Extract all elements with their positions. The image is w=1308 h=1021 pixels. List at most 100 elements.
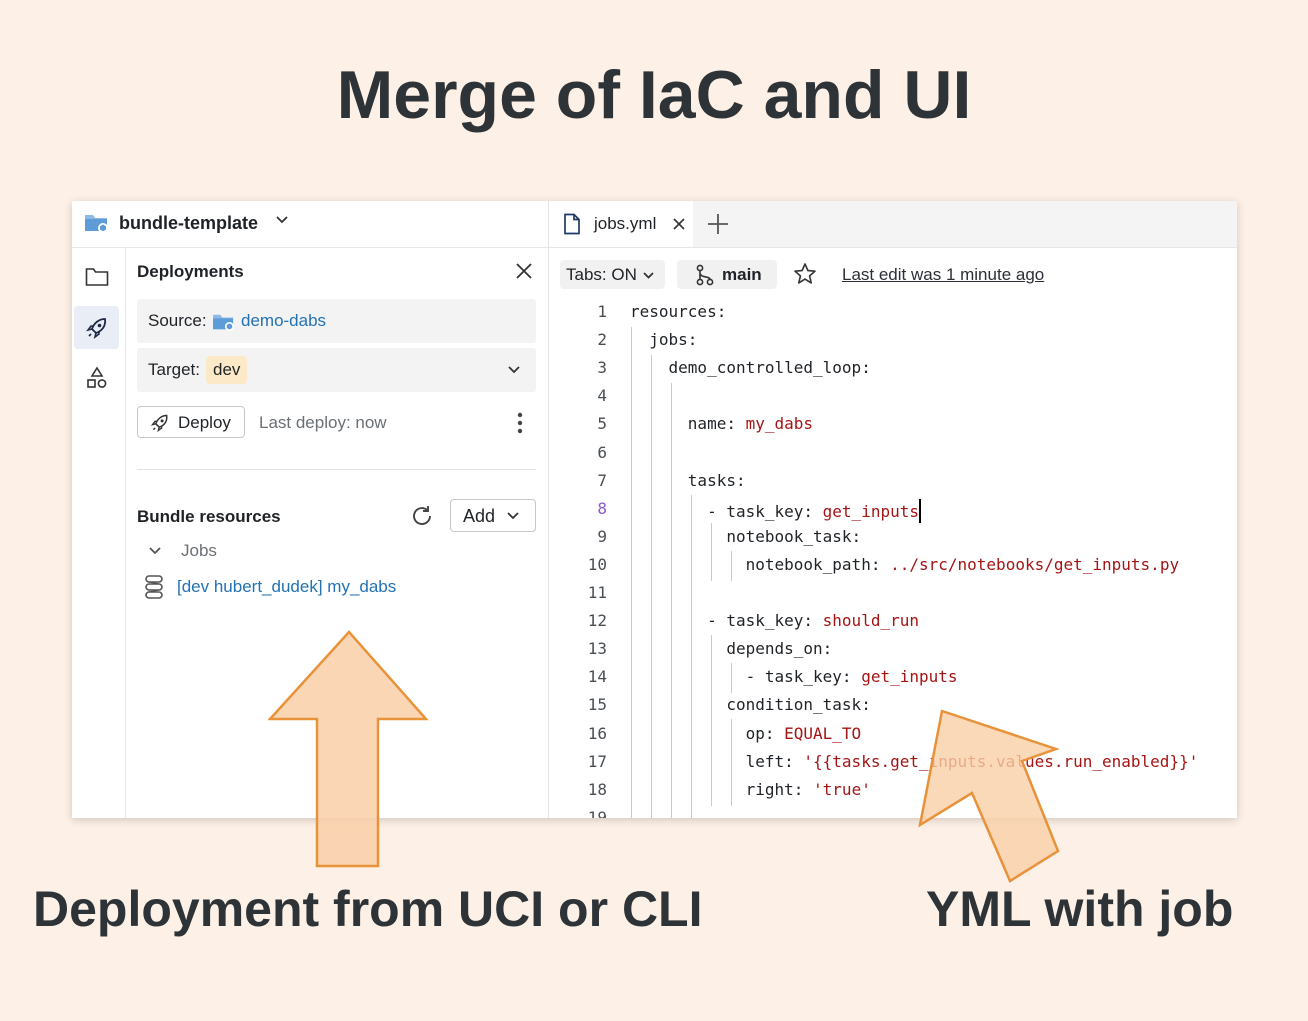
workspace-header: bundle-template [72, 201, 548, 248]
indent-guide [711, 635, 712, 806]
indent-guide [731, 551, 732, 581]
code-line: notebook_task: [726, 526, 862, 546]
code-line: depends_on: [726, 639, 833, 659]
last-edit-link[interactable]: Last edit was 1 minute ago [842, 265, 1045, 284]
target-chip: dev [206, 356, 248, 384]
indent-guide [671, 383, 672, 818]
line-number: 5 [597, 414, 607, 434]
chevron-down-icon[interactable] [275, 213, 289, 227]
line-number: 10 [587, 554, 607, 574]
caption-right: YML with job [926, 881, 1234, 937]
target-label: Target: [148, 360, 200, 379]
last-deploy-text: Last deploy: now [259, 413, 387, 432]
rail-shapes[interactable] [74, 356, 119, 399]
branch-icon [696, 264, 714, 286]
code-area[interactable]: 1 resources: 2 jobs: 3 demo_controlled_loop… [549, 297, 1237, 818]
code-line: - task_key: get_inputs [630, 498, 921, 523]
line-number: 17 [587, 751, 607, 771]
tabs-toggle[interactable]: Tabs: ON [560, 260, 665, 289]
code-line: left: '{{tasks.get_inputs.values.run_ena… [745, 751, 1199, 771]
deployments-title: Deployments [137, 262, 244, 281]
indent-guide [731, 719, 732, 806]
editor: jobs.yml Tabs: ON [549, 201, 1237, 818]
line-number: 9 [597, 526, 607, 546]
headline: Merge of IaC and UI [336, 57, 972, 133]
line-number: 2 [597, 330, 607, 350]
indent-guide [651, 355, 652, 818]
indent-guide [631, 327, 632, 818]
tabs-toggle-label: Tabs: ON [566, 265, 637, 284]
divider [137, 469, 536, 470]
branch-button[interactable]: main [677, 260, 777, 289]
tab-bar: jobs.yml [549, 201, 1237, 248]
code-line: - task_key: should_run [707, 611, 919, 631]
star-icon[interactable] [793, 262, 817, 286]
line-number: 1 [597, 302, 607, 321]
chevron-down-icon [643, 272, 654, 279]
close-icon[interactable] [514, 261, 534, 281]
rocket-icon [86, 318, 107, 339]
tab-jobs-yml[interactable]: jobs.yml [549, 201, 693, 247]
code-line: condition_task: [726, 695, 871, 715]
code-line: jobs: [649, 330, 698, 350]
source-label: Source: [148, 311, 207, 330]
line-number: 19 [587, 807, 607, 818]
source-link[interactable]: demo-dabs [241, 311, 327, 330]
close-icon[interactable] [672, 217, 686, 231]
deploy-label: Deploy [178, 413, 231, 432]
indent-guide [731, 663, 732, 693]
line-number: 7 [597, 470, 607, 490]
code-line: right: 'true' [745, 779, 871, 799]
rail-deployments[interactable] [74, 306, 119, 349]
target-select[interactable]: Target: dev [137, 348, 536, 392]
line-number: 4 [597, 386, 607, 406]
chevron-down-icon[interactable] [507, 364, 521, 376]
line-number: 12 [587, 611, 607, 631]
code-line: - task_key: get_inputs [745, 667, 958, 687]
file-icon [564, 213, 580, 235]
branch-name: main [722, 265, 762, 284]
jobs-group-label: Jobs [181, 541, 217, 560]
bundle-folder-icon [213, 314, 234, 332]
left-panel: bundle-template [72, 201, 549, 818]
indent-guide [691, 495, 692, 818]
text-caret [918, 498, 921, 523]
source-row: Source: demo-dabs [137, 299, 536, 343]
caption-left: Deployment from UCI or CLI [33, 881, 703, 937]
folder-icon [85, 268, 109, 286]
workspace-title: bundle-template [119, 213, 259, 233]
chevron-down-icon [507, 512, 519, 520]
workspace-window: bundle-template [72, 201, 1237, 818]
code-line: name: my_dabs [687, 414, 814, 434]
line-number: 3 [597, 358, 607, 378]
line-number: 13 [587, 639, 607, 659]
plus-icon[interactable] [707, 213, 729, 235]
bundle-resources-title: Bundle resources [137, 507, 281, 526]
line-number: 18 [587, 779, 607, 799]
line-number: 8 [597, 498, 607, 518]
chevron-down-icon [149, 547, 161, 555]
deploy-button[interactable]: Deploy [137, 406, 245, 438]
editor-toolbar: Tabs: ON main Last edit was 1 minute ago [549, 247, 1237, 297]
kebab-icon[interactable] [513, 411, 527, 435]
line-number: 11 [587, 583, 607, 602]
code-line: notebook_path: ../src/notebooks/get_inpu… [745, 554, 1180, 574]
add-button[interactable]: Add [450, 499, 536, 532]
line-number: 6 [597, 442, 607, 462]
line-number: 16 [587, 723, 607, 743]
code-line: demo_controlled_loop: [668, 358, 871, 378]
code-line: op: EQUAL_TO [745, 723, 862, 743]
line-number: 14 [587, 667, 607, 687]
rocket-icon [150, 414, 168, 433]
job-icon [145, 575, 163, 599]
side-rail [72, 248, 126, 818]
code-line: resources: [630, 302, 727, 321]
job-link[interactable]: [dev hubert_dudek] my_dabs [177, 577, 397, 596]
shapes-icon [87, 366, 107, 388]
rail-files[interactable] [74, 256, 119, 299]
refresh-icon[interactable] [410, 504, 434, 528]
line-number: 15 [587, 695, 607, 715]
tab-name: jobs.yml [594, 214, 657, 233]
indent-guide [711, 523, 712, 581]
code-line: tasks: [687, 470, 746, 490]
